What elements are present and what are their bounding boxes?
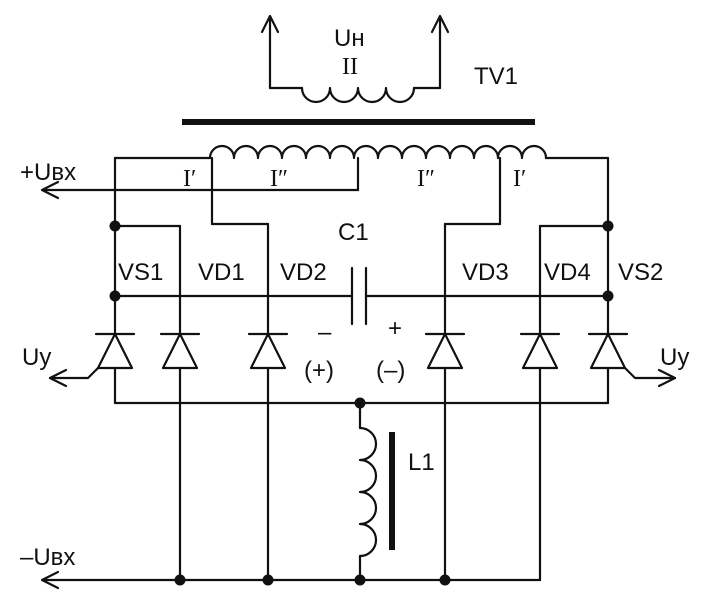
diode-vd4: [519, 332, 561, 370]
primary-label-inner-right: I″: [417, 166, 435, 192]
load-voltage-label: Uн: [334, 25, 365, 52]
primary-label-outer-right: I′: [513, 166, 526, 192]
control-arrow-left-icon: [48, 368, 68, 388]
secondary-winding: [268, 18, 442, 104]
vd3-label: VD3: [462, 259, 509, 286]
primary-label-inner-left: I″: [270, 166, 288, 192]
capacitor-c1: [113, 266, 610, 326]
vd1-label: VD1: [198, 259, 245, 286]
output-arrow-left-icon: [260, 14, 280, 34]
output-arrow-right-icon: [430, 14, 450, 34]
primary-label-outer-left: I′: [183, 166, 196, 192]
thyristor-vs2: [587, 332, 677, 380]
capacitor-label: C1: [338, 219, 369, 246]
control-left-label: Uу: [22, 344, 51, 371]
vs2-label: VS2: [618, 259, 663, 286]
capacitor-plus-sign: +: [388, 315, 402, 342]
secondary-winding-label: II: [342, 54, 358, 80]
input-minus-label: –Uвх: [20, 544, 75, 571]
inductor-label: L1: [408, 449, 435, 476]
vd2-label: VD2: [280, 259, 327, 286]
diode-vd2: [247, 332, 289, 370]
control-right-label: Uу: [660, 344, 689, 371]
junction-dots: [109, 220, 614, 586]
input-plus-label: +Uвх: [20, 159, 76, 186]
capacitor-alt-left: (+): [304, 357, 334, 384]
diode-vd1: [159, 332, 201, 370]
input-arrow-plus-icon: [40, 180, 60, 200]
input-arrow-minus-icon: [40, 570, 60, 590]
inductor-l1: [113, 401, 610, 582]
primary-winding: [43, 144, 610, 226]
capacitor-minus-sign: –: [318, 319, 332, 346]
transformer-label: TV1: [474, 63, 518, 90]
vd4-label: VD4: [544, 259, 591, 286]
vs1-label: VS1: [118, 259, 163, 286]
thyristor-vs1: [48, 332, 136, 380]
control-arrow-right-icon: [657, 368, 677, 388]
diode-vd3: [424, 332, 466, 370]
capacitor-alt-right: (–): [376, 357, 405, 384]
